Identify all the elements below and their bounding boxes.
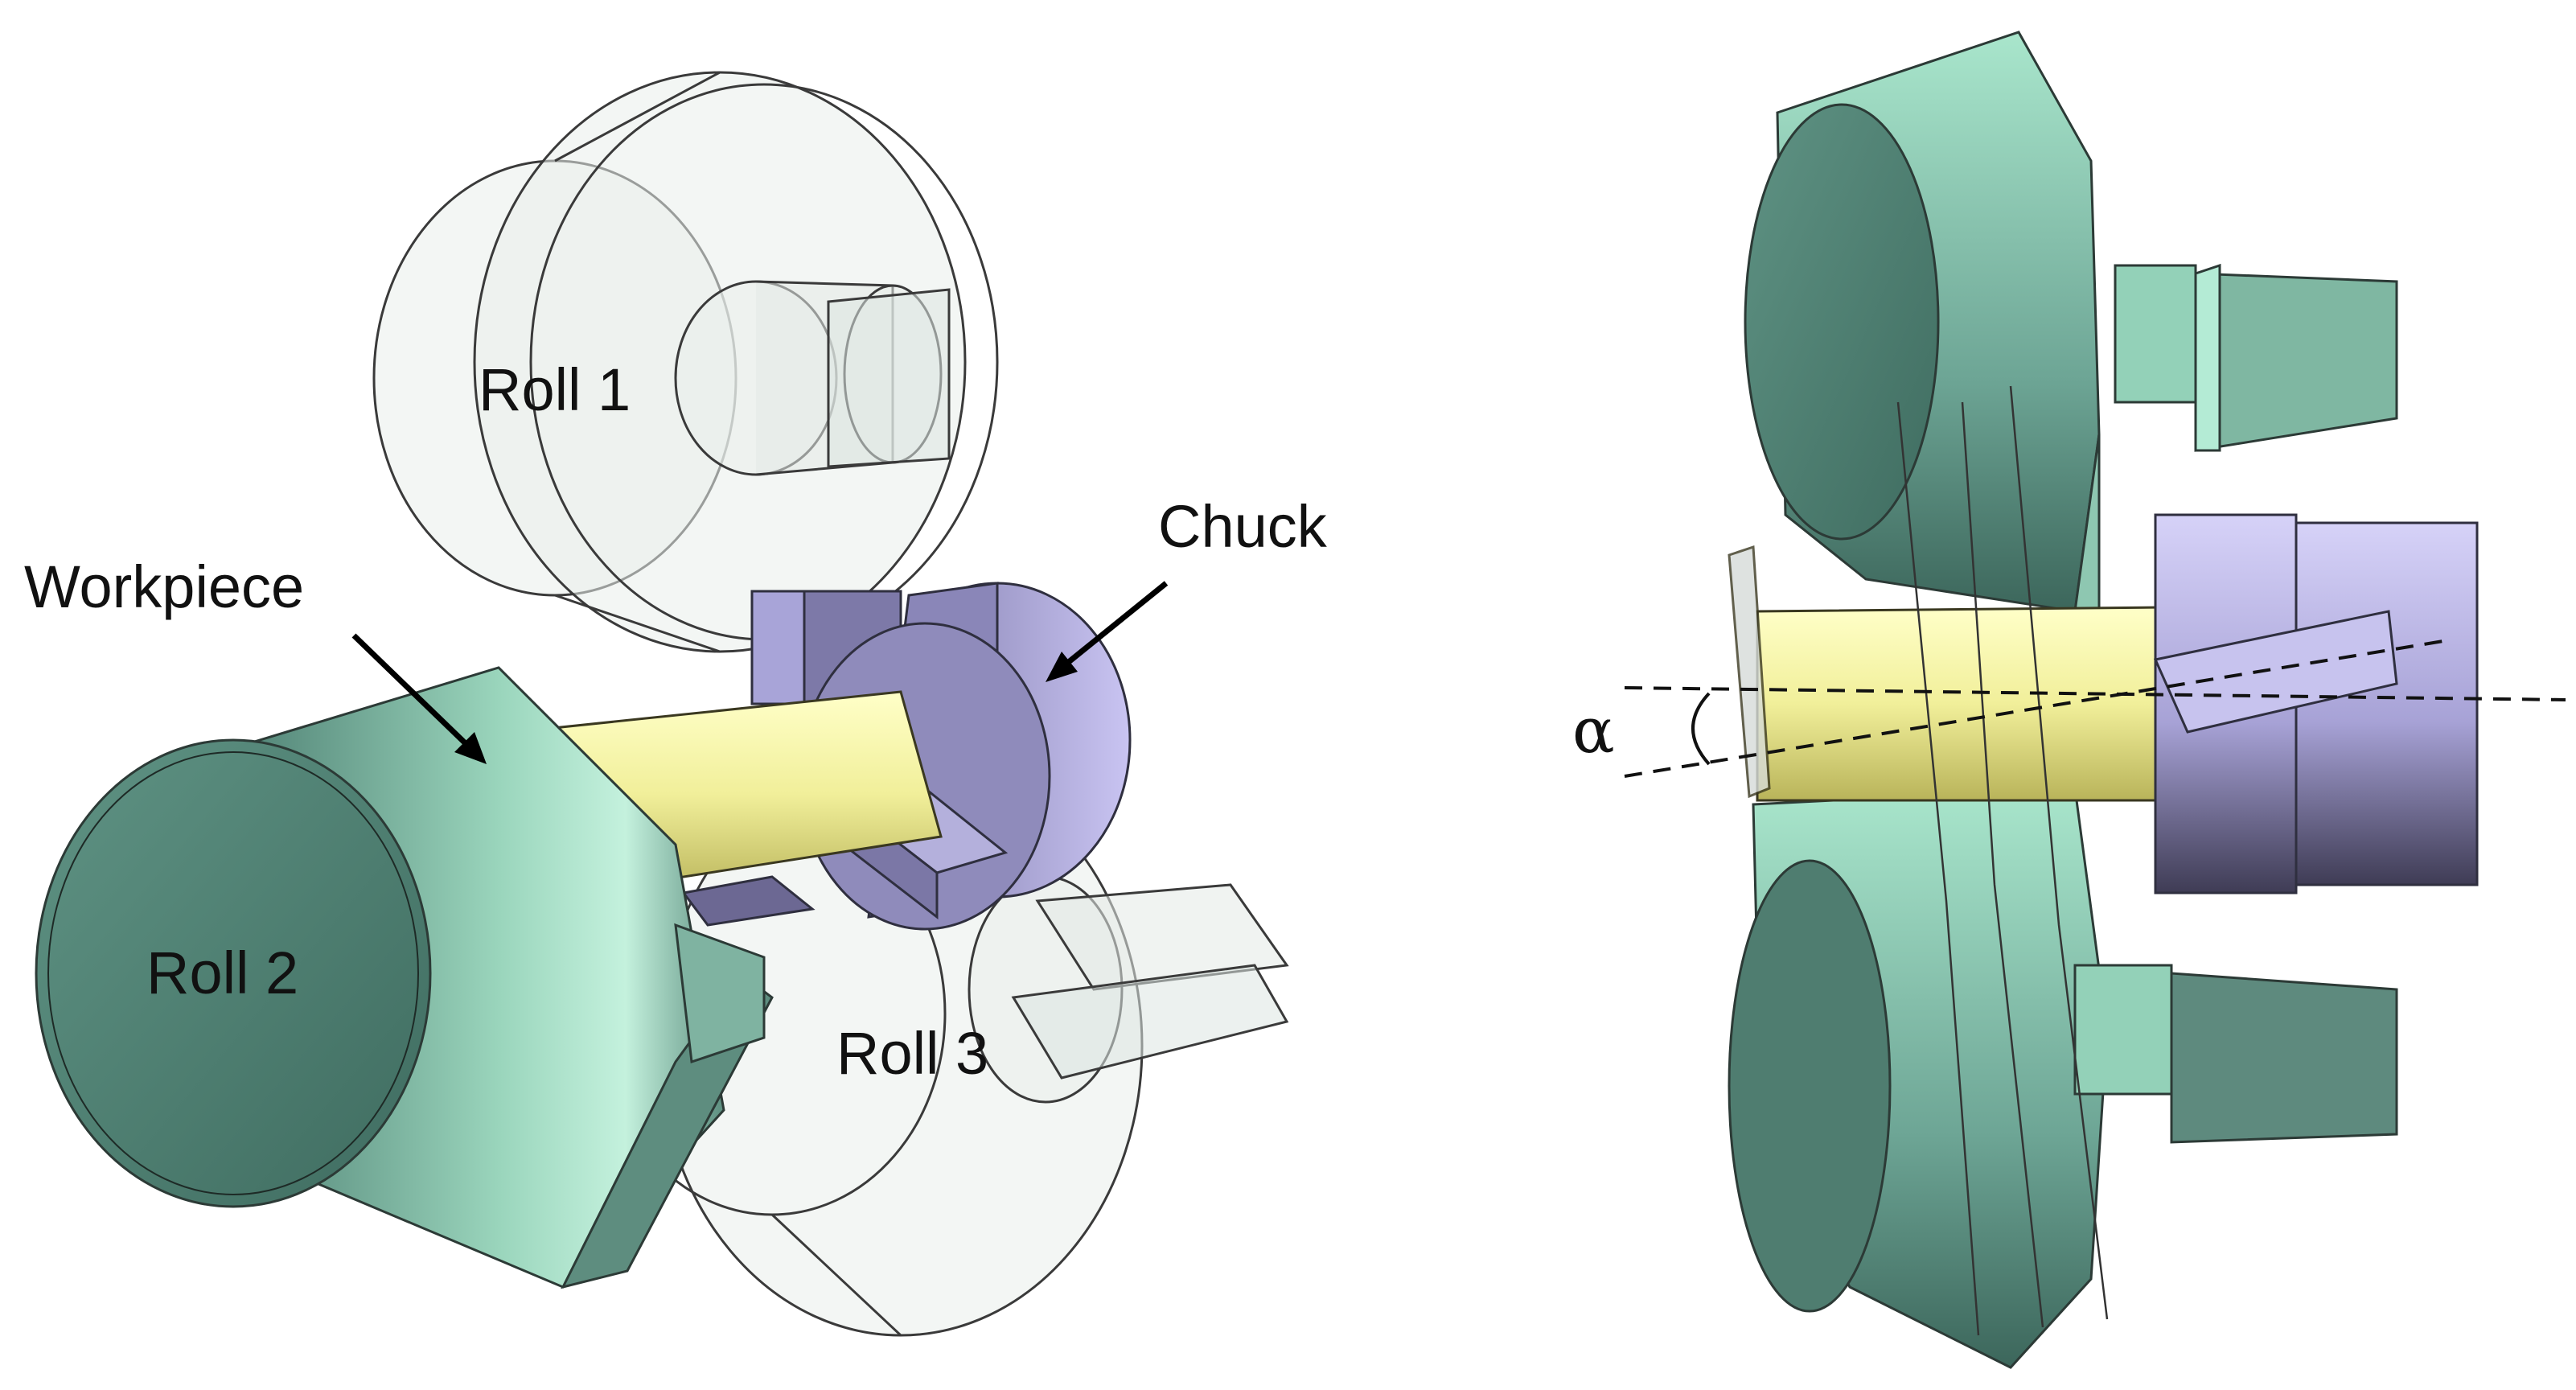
roll-1-label: Roll 1 bbox=[479, 356, 631, 423]
roll-3-label: Roll 3 bbox=[836, 1020, 988, 1087]
angle-alpha-label: α bbox=[1572, 695, 1615, 767]
chuck-arrow bbox=[1046, 581, 1169, 682]
workpiece-label: Workpiece bbox=[24, 553, 304, 620]
axis-lines bbox=[1624, 638, 2566, 778]
chuck-label: Chuck bbox=[1158, 493, 1328, 560]
side-chuck bbox=[2153, 513, 2479, 894]
roll-2-label: Roll 2 bbox=[146, 940, 298, 1006]
workpiece-arrow bbox=[351, 633, 487, 764]
roll-1-transparent bbox=[372, 71, 999, 653]
isometric-view: Roll 1 Chuck Workpiece Roll 2 Roll 3 bbox=[24, 71, 1328, 1337]
bottom-roll bbox=[1728, 787, 2398, 1369]
roll-2 bbox=[35, 666, 774, 1289]
side-view: α bbox=[1572, 31, 2566, 1369]
angle-arc bbox=[1691, 692, 1711, 766]
helix-lines bbox=[1896, 385, 2109, 1336]
